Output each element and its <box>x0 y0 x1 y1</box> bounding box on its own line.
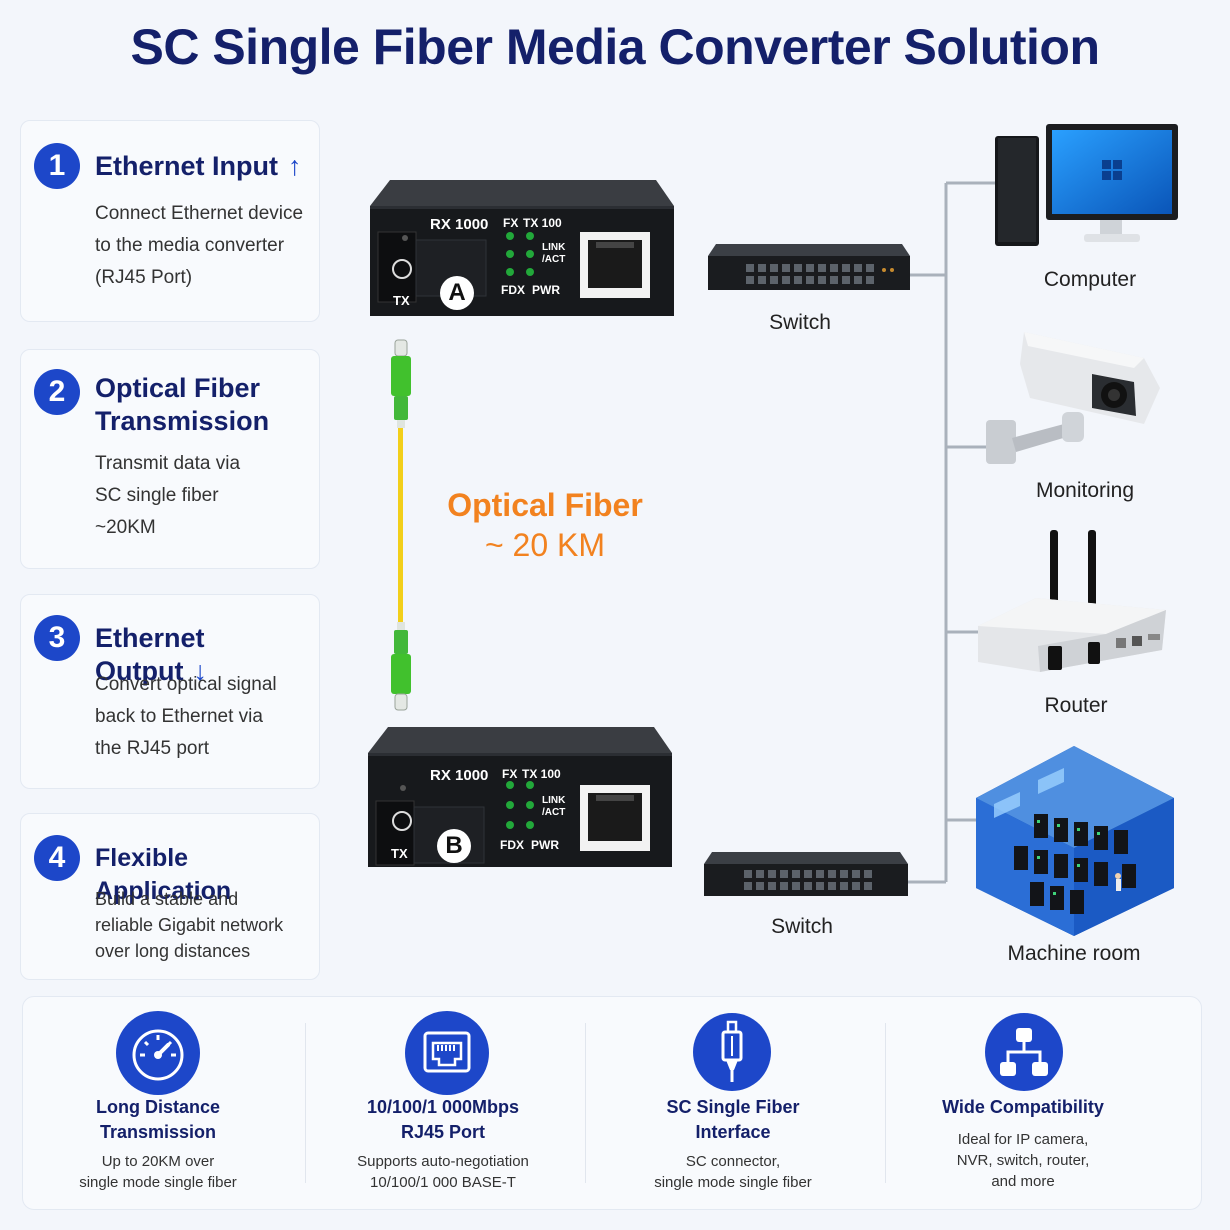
switch-top-image <box>708 244 910 290</box>
feature-title: SC Single Fiber Interface <box>666 1097 800 1142</box>
feature-title: Long Distance Transmission <box>95 1097 220 1142</box>
feature-divider <box>585 1023 586 1183</box>
step-title: Optical Fiber Transmission <box>95 373 270 436</box>
tx100-label: TX 100 <box>522 767 561 781</box>
step-description: Transmit data via SC single fiber ~20KM <box>95 453 241 538</box>
feature-rj45-port: 10/100/1 000Mbps RJ45 Port Supports auto… <box>323 997 563 1211</box>
tx-label: TX <box>393 293 410 308</box>
fiber-cable <box>391 339 411 711</box>
switch-bottom-image <box>704 852 908 896</box>
converter-body <box>368 727 672 867</box>
step-description: Convert optical signal back to Ethernet … <box>95 674 277 759</box>
computer-label: Computer <box>1043 268 1137 291</box>
step-number: 2 <box>34 369 80 415</box>
feature-bar: Long Distance Transmission Up to 20KM ov… <box>22 996 1202 1210</box>
rx-label: RX 1000 <box>430 216 489 233</box>
step-card-1: 1 Ethernet Input↑ Connect Ethernet devic… <box>20 120 320 322</box>
feature-divider <box>885 1023 886 1183</box>
security-camera-icon <box>986 332 1160 464</box>
page-title: SC Single Fiber Media Converter Solution <box>130 19 1100 75</box>
fdx-label: FDX <box>501 283 525 297</box>
fiber-distance-label: Optical Fiber ~ 20 KM <box>447 487 643 563</box>
converter-letter: A <box>448 279 466 306</box>
feature-description: SC connector, single mode single fiber <box>654 1153 812 1191</box>
network-topology-icon <box>985 1013 1063 1091</box>
feature-wide-compatibility: Wide Compatibility Ideal for IP camera, … <box>903 997 1143 1211</box>
step-card-2: 2 Optical Fiber Transmission Transmit da… <box>20 349 320 569</box>
machine-room-icon <box>976 746 1174 936</box>
computer-icon <box>995 124 1178 246</box>
speedometer-icon <box>116 1011 200 1095</box>
monitoring-label: Monitoring <box>1035 479 1135 502</box>
link-label: LINK <box>542 242 566 253</box>
feature-sc-interface: SC Single Fiber Interface SC connector, … <box>613 997 853 1211</box>
pwr-label: PWR <box>531 838 559 852</box>
feature-description: Ideal for IP camera, NVR, switch, router… <box>956 1131 1090 1190</box>
step-description: Build a stable and reliable Gigabit netw… <box>95 889 284 961</box>
fx-label: FX <box>502 767 518 781</box>
switch-bottom-label: Switch <box>771 915 833 938</box>
media-converter-a: RX 1000 FX TX 100 LINK /ACT FDX PWR TX A <box>368 180 676 320</box>
machine-room-label: Machine room <box>1007 942 1141 965</box>
act-label: /ACT <box>542 807 566 818</box>
step-card-4: 4 Flexible Application Build a stable an… <box>20 813 320 980</box>
router-label: Router <box>1044 694 1108 717</box>
feature-title: 10/100/1 000Mbps RJ45 Port <box>366 1097 520 1142</box>
step-number: 1 <box>34 143 80 189</box>
converter-letter: B <box>445 832 463 859</box>
feature-title: Wide Compatibility <box>942 1097 1104 1117</box>
fx-label: FX <box>503 216 519 230</box>
step-number: 3 <box>34 615 80 661</box>
rx-label: RX 1000 <box>430 767 489 784</box>
step-title: Flexible Application <box>95 844 232 905</box>
feature-divider <box>305 1023 306 1183</box>
tx-label: TX <box>391 846 408 861</box>
link-label: LINK <box>542 795 566 806</box>
step-card-3: 3 Ethernet Output↓ Convert optical signa… <box>20 594 320 789</box>
converter-body <box>370 180 674 316</box>
feature-description: Up to 20KM over single mode single fiber <box>79 1153 237 1191</box>
arrow-down-icon: ↓ <box>193 656 207 686</box>
feature-description: Supports auto-negotiation 10/100/1 000 B… <box>357 1153 529 1191</box>
media-converter-b: RX 1000 FX TX 100 LINK /ACT FDX PWR TX B <box>366 727 674 867</box>
ethernet-port-icon <box>405 1011 489 1095</box>
arrow-up-icon: ↑ <box>288 151 302 181</box>
tx100-label: TX 100 <box>523 216 562 230</box>
step-number: 4 <box>34 835 80 881</box>
fdx-label: FDX <box>500 838 524 852</box>
step-title: Ethernet Output↓ <box>95 623 207 686</box>
step-description: Connect Ethernet device to the media con… <box>95 203 304 288</box>
step-title: Ethernet Input↑ <box>95 151 302 181</box>
act-label: /ACT <box>542 254 566 265</box>
pwr-label: PWR <box>532 283 560 297</box>
fiber-connector-icon <box>693 1013 771 1091</box>
router-icon <box>978 530 1166 672</box>
switch-top-label: Switch <box>769 311 831 334</box>
feature-long-distance: Long Distance Transmission Up to 20KM ov… <box>43 997 273 1211</box>
